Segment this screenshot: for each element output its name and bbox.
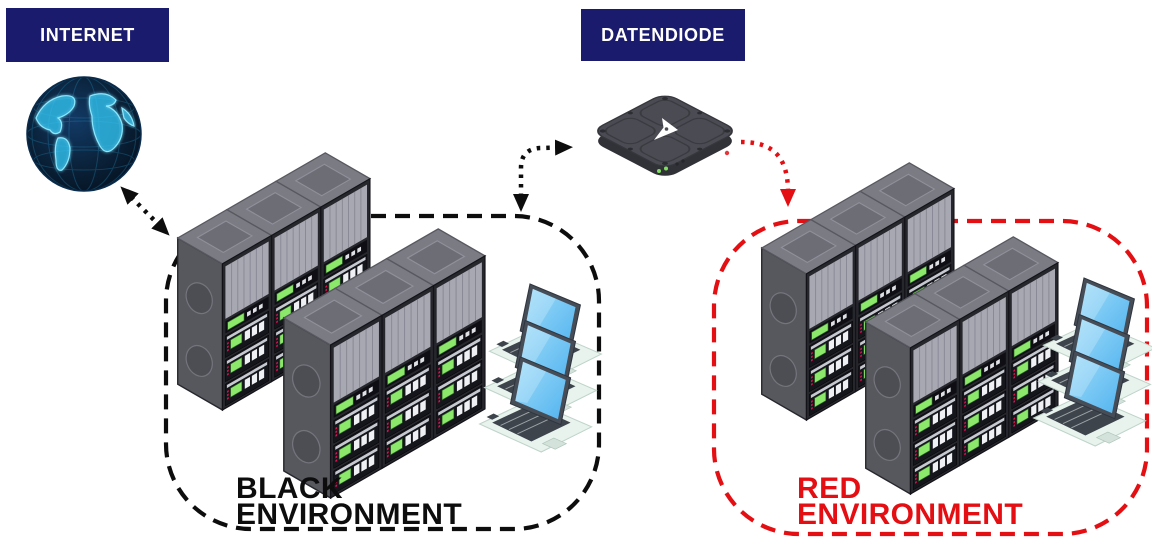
black-environment-label-line1: BLACK (236, 472, 343, 505)
internet-label: INTERNET (6, 8, 169, 62)
globe-icon (26, 76, 142, 192)
datendiode-label: DATENDIODE (581, 9, 745, 61)
red-environment-label: RED ENVIRONMENT (797, 472, 1024, 531)
red-environment-label-line2: ENVIRONMENT (797, 498, 1024, 531)
black-diode-arrow (513, 139, 573, 212)
internet-black-arrow (120, 186, 170, 236)
black-environment-label-line2: ENVIRONMENT (236, 498, 463, 531)
red-environment-label-line1: RED (797, 472, 862, 505)
laptop-stack-icon (479, 283, 602, 453)
diode-red-arrow (740, 139, 796, 207)
black-environment-boundary (163, 213, 602, 532)
data-diode-device-icon (597, 95, 733, 176)
black-environment-label: BLACK ENVIRONMENT (236, 472, 463, 531)
